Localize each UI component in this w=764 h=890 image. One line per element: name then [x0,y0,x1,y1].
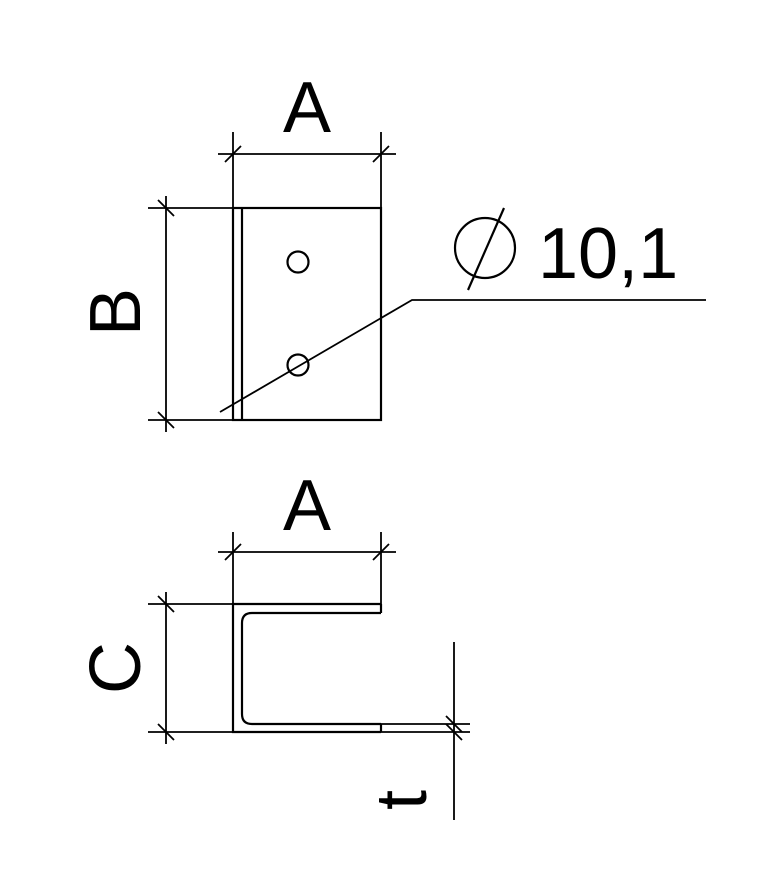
dimension-a-top: A [218,68,396,208]
hole-leader [219,299,706,413]
side-view: A C t [76,466,470,820]
dimension-t: t [362,642,470,820]
hole-callout-label: 10,1 [538,214,678,294]
top-view: A B 10,1 [76,68,706,432]
diameter-symbol-icon [453,207,517,291]
channel-profile-inner [240,611,381,726]
hole-upper [286,250,310,274]
plate-outline [231,206,383,422]
dimension-c-label: C [76,642,156,694]
dimension-a-side: A [218,466,396,604]
dimension-a-side-label: A [283,466,331,546]
hole-lower [286,353,310,377]
dimension-a-label: A [283,68,331,148]
dimension-t-label: t [362,790,442,810]
channel-profile-outer [231,602,381,734]
dimension-b-label: B [76,288,156,336]
dimension-b: B [76,196,233,432]
dimension-c: C [76,592,233,744]
